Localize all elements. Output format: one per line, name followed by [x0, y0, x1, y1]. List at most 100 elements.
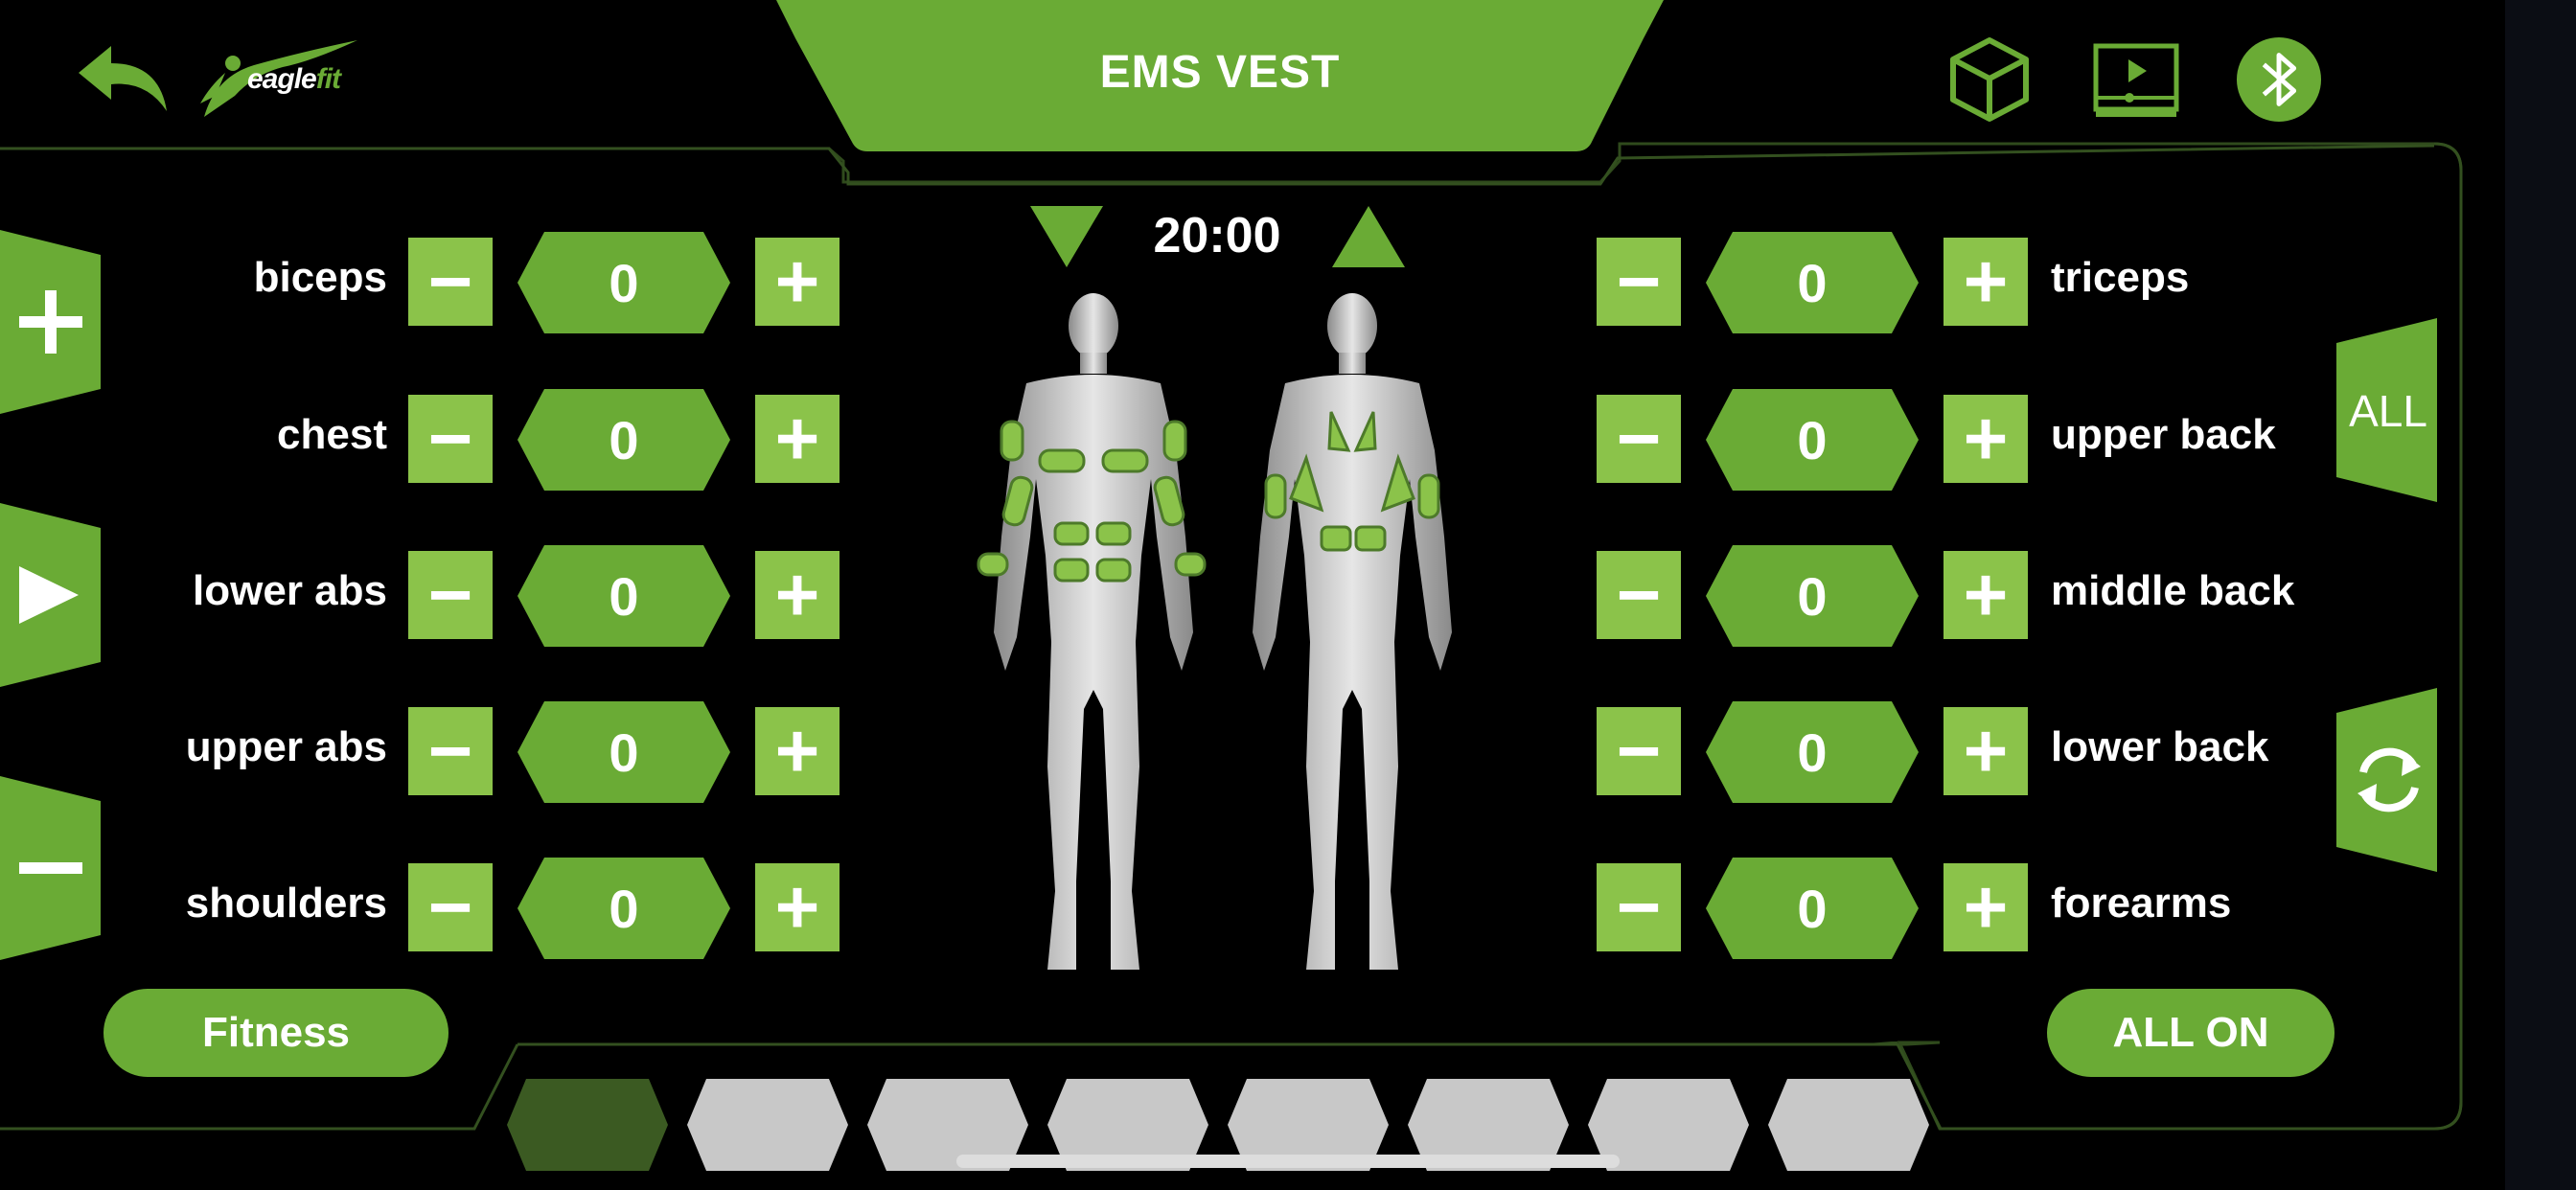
- intensity-plus-button[interactable]: [0, 230, 104, 414]
- decrease-button[interactable]: −: [408, 707, 493, 795]
- home-indicator: [956, 1155, 1620, 1168]
- level-value: 0: [1797, 252, 1828, 313]
- bluetooth-icon[interactable]: [2235, 36, 2323, 123]
- screen-edge-strip: [2505, 0, 2576, 1190]
- increase-button[interactable]: +: [1944, 707, 2028, 795]
- minus-icon: −: [1616, 708, 1662, 793]
- right-control-row: lower back − 0 +: [0, 698, 2576, 803]
- left-control-row: shoulders−0+: [0, 854, 2576, 959]
- plus-icon: +: [1963, 708, 2009, 793]
- program-slot[interactable]: [1766, 1077, 1931, 1173]
- muscle-label: biceps: [253, 254, 387, 301]
- level-hex: [518, 545, 730, 647]
- refresh-icon: [2358, 747, 2421, 812]
- left-control-row: upper abs−0+: [0, 698, 2576, 803]
- intensity-minus-button[interactable]: [0, 776, 104, 960]
- video-player-icon[interactable]: [2093, 36, 2179, 123]
- muscle-figures: [977, 293, 1452, 970]
- play-button[interactable]: [0, 503, 104, 687]
- timer-decrease-button[interactable]: [1030, 206, 1103, 267]
- level-value: 0: [609, 878, 639, 939]
- back-arrow-icon[interactable]: [75, 42, 171, 115]
- eaglefit-logo-icon: [200, 40, 357, 117]
- cube-icon[interactable]: [1949, 36, 2030, 123]
- muscle-label: shoulders: [185, 880, 387, 927]
- right-control-row: middle back−0+: [0, 541, 2576, 647]
- increase-button[interactable]: +: [755, 238, 840, 326]
- muscle-label: triceps: [2051, 254, 2190, 301]
- level-hex: [1706, 701, 1919, 803]
- increase-button[interactable]: +: [755, 551, 840, 639]
- decrease-button[interactable]: −: [408, 551, 493, 639]
- program-slot[interactable]: [505, 1077, 670, 1173]
- plus-icon: +: [774, 239, 820, 324]
- refresh-button[interactable]: [2336, 688, 2440, 872]
- level-hex: [518, 389, 730, 491]
- program-slot[interactable]: [1586, 1077, 1751, 1173]
- minus-icon: −: [427, 239, 473, 324]
- minus-icon: −: [1616, 239, 1662, 324]
- right-control-row: forearms − 0 +: [0, 854, 2576, 959]
- decrease-button[interactable]: −: [1597, 707, 1681, 795]
- increase-button[interactable]: +: [1944, 551, 2028, 639]
- all-on-button[interactable]: ALL ON: [2047, 989, 2334, 1077]
- decrease-button[interactable]: −: [1597, 238, 1681, 326]
- level-hex: [1706, 858, 1919, 959]
- program-slot[interactable]: [1406, 1077, 1571, 1173]
- right-control-row: upper back − 0 +: [0, 385, 2576, 491]
- plus-icon: +: [774, 396, 820, 481]
- muscle-label: lower back: [2051, 723, 2269, 770]
- decrease-button[interactable]: −: [408, 863, 493, 951]
- level-value: 0: [609, 252, 639, 313]
- program-slot[interactable]: [865, 1077, 1030, 1173]
- increase-button[interactable]: +: [755, 395, 840, 483]
- back-electrode-pads: [1264, 411, 1440, 552]
- page-title: EMS VEST: [1099, 47, 1341, 98]
- muscle-label: lower abs: [193, 567, 387, 614]
- minus-icon: −: [427, 708, 473, 793]
- front-electrode-pads: [977, 420, 1207, 583]
- plus-icon: +: [1963, 239, 2009, 324]
- muscle-label: upper back: [2051, 411, 2276, 458]
- left-control-row: chest−0+: [0, 385, 2576, 491]
- plus-icon: +: [774, 708, 820, 793]
- decrease-button[interactable]: −: [1597, 395, 1681, 483]
- right-control-row: triceps − 0 +: [0, 228, 2576, 333]
- minus-icon: −: [1616, 396, 1662, 481]
- program-slot[interactable]: [685, 1077, 850, 1173]
- increase-button[interactable]: +: [1944, 395, 2028, 483]
- timer-increase-button[interactable]: [1332, 206, 1405, 267]
- muscle-label: forearms: [2051, 880, 2232, 927]
- increase-button[interactable]: +: [755, 707, 840, 795]
- level-value: 0: [609, 721, 639, 783]
- program-slot[interactable]: [1046, 1077, 1210, 1173]
- muscle-label: upper abs: [185, 723, 387, 770]
- minus-icon: −: [427, 396, 473, 481]
- fitness-mode-button[interactable]: Fitness: [104, 989, 448, 1077]
- level-value: 0: [1797, 721, 1828, 783]
- muscle-label: chest: [277, 411, 387, 458]
- level-hex: [1706, 232, 1919, 333]
- all-zones-button-shape[interactable]: [2336, 318, 2440, 502]
- level-value: 0: [609, 565, 639, 627]
- all-zones-button[interactable]: ALL: [2349, 386, 2427, 436]
- level-value: 0: [1797, 565, 1828, 627]
- plus-icon: +: [774, 552, 820, 637]
- decrease-button[interactable]: −: [408, 238, 493, 326]
- increase-button[interactable]: +: [1944, 238, 2028, 326]
- decrease-button[interactable]: −: [408, 395, 493, 483]
- level-hex: [1706, 389, 1919, 491]
- program-slot[interactable]: [1226, 1077, 1391, 1173]
- level-hex: [518, 858, 730, 959]
- decrease-button[interactable]: −: [1597, 863, 1681, 951]
- level-value: 0: [609, 409, 639, 470]
- title-tab-shape: [776, 0, 1664, 151]
- decrease-button[interactable]: −: [1597, 551, 1681, 639]
- minus-icon: −: [427, 552, 473, 637]
- front-body-figure: [977, 293, 1207, 970]
- level-value: 0: [1797, 878, 1828, 939]
- increase-button[interactable]: +: [1944, 863, 2028, 951]
- increase-button[interactable]: +: [755, 863, 840, 951]
- minus-icon: −: [1616, 552, 1662, 637]
